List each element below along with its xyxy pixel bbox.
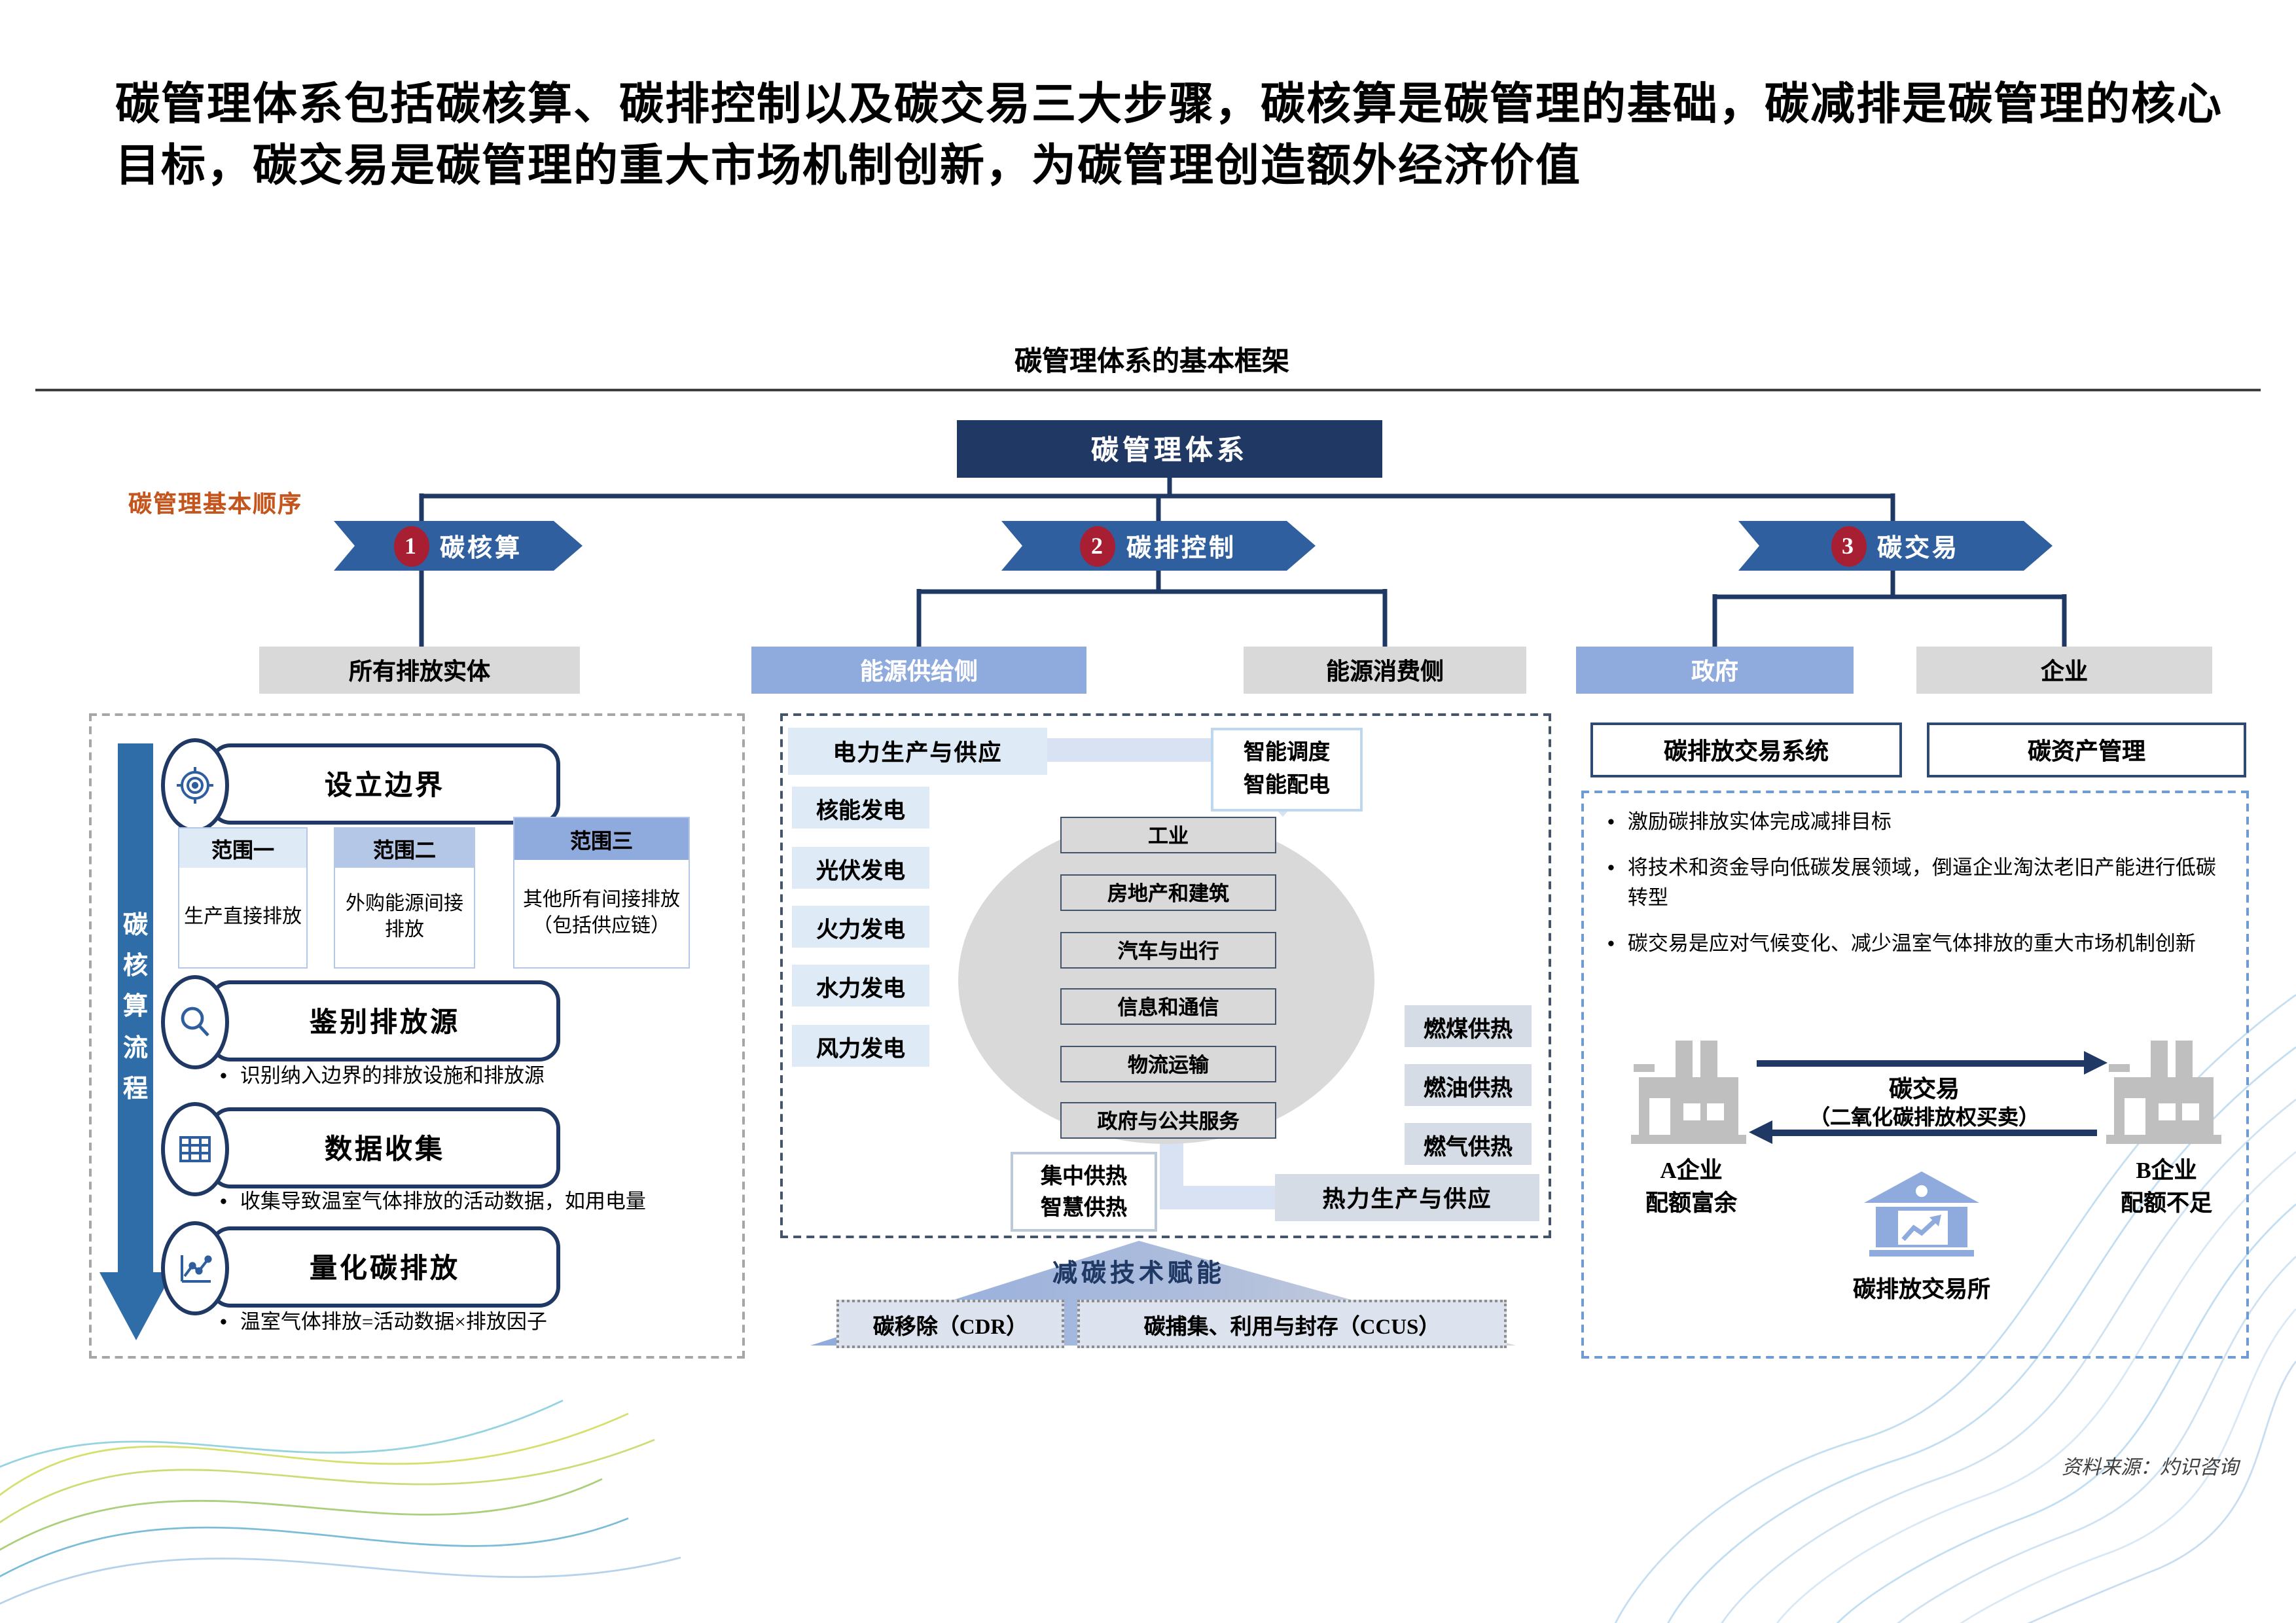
heat-item: 燃煤供热 xyxy=(1405,1005,1532,1047)
step-number-badge: 2 xyxy=(1081,526,1116,566)
entity-enterprise: 企业 xyxy=(1916,647,2212,694)
demand-item: 汽车与出行 xyxy=(1060,932,1276,969)
flow-arrow-bar xyxy=(118,743,153,1272)
step-label: 碳交易 xyxy=(1876,535,1960,562)
root-node: 碳管理体系 xyxy=(957,420,1382,478)
carbon-asset-box: 碳资产管理 xyxy=(1927,722,2246,777)
step-set-boundary: 设立边界 xyxy=(161,738,560,832)
accounting-note: 识别纳入边界的排放设施和排放源 xyxy=(220,1063,733,1092)
supply-item: 光伏发电 xyxy=(792,847,929,889)
company-a-caption: A企业 配额富余 xyxy=(1645,1157,1737,1215)
scope-body: 外购能源间接排放 xyxy=(345,893,463,942)
target-icon xyxy=(161,738,229,832)
tech-cdr-box: 碳移除（CDR） xyxy=(836,1300,1064,1348)
decorative-waves-left xyxy=(0,1399,681,1605)
step-title: 设立边界 xyxy=(325,770,445,801)
smart-dispatch-box: 智能调度 智能配电 xyxy=(1211,728,1363,812)
demand-circle xyxy=(958,817,1374,1144)
supply-item: 火力发电 xyxy=(792,906,929,948)
step-number-badge: 3 xyxy=(1831,526,1867,566)
demand-item: 物流运输 xyxy=(1060,1046,1276,1082)
flow-label: 碳核算流程 xyxy=(122,912,148,1104)
step-quantify-emissions: 量化碳排放 xyxy=(161,1221,560,1315)
tech-ccus-box: 碳捕集、利用与封存（CCUS） xyxy=(1077,1300,1507,1348)
trading-system-box: 碳排放交易系统 xyxy=(1590,722,1902,777)
accounting-note: 温室气体排放=活动数据×排放因子 xyxy=(220,1309,733,1338)
scope-title: 范围二 xyxy=(335,829,474,868)
scope-title: 范围一 xyxy=(179,829,306,868)
tech-banner-label: 减碳技术赋能 xyxy=(1052,1260,1225,1288)
step-data-collection: 数据收集 xyxy=(161,1102,560,1196)
scope-1-card: 范围一 生产直接排放 xyxy=(178,827,308,969)
step-title: 量化碳排放 xyxy=(310,1253,460,1284)
trading-bullet: 碳交易是应对气候变化、减少温室气体排放的重大市场机制创新 xyxy=(1607,931,2220,961)
divider-line xyxy=(35,389,2261,391)
step-arrow-control: 2 碳排控制 xyxy=(1001,521,1316,571)
scope-2-card: 范围二 外购能源间接排放 xyxy=(334,827,475,969)
trade-arrow-right xyxy=(1757,1060,2087,1067)
source-note: 资料来源：灼识咨询 xyxy=(2061,1458,2238,1479)
demand-item: 工业 xyxy=(1060,817,1276,853)
flow-arrow-head xyxy=(99,1272,173,1340)
district-heating-box: 集中供热 智慧供热 xyxy=(1011,1152,1157,1232)
trading-bullet: 将技术和资金导向低碳发展领域，倒逼企业淘汰老旧产能进行低碳转型 xyxy=(1607,855,2220,914)
exchange-label: 碳排放交易所 xyxy=(1853,1276,1990,1302)
scope-title: 范围三 xyxy=(514,818,689,860)
demand-item: 政府与公共服务 xyxy=(1060,1102,1276,1139)
accounting-note: 收集导致温室气体排放的活动数据，如用电量 xyxy=(220,1188,733,1218)
supply-item: 水力发电 xyxy=(792,965,929,1007)
demand-item: 房地产和建筑 xyxy=(1060,874,1276,911)
heat-item: 燃气供热 xyxy=(1405,1123,1532,1165)
factory-a-icon xyxy=(1631,1041,1746,1144)
trading-bullet: 激励碳排放实体完成减排目标 xyxy=(1607,809,2220,838)
trade-arrow-left xyxy=(1770,1130,2097,1136)
scope-3-card: 范围三 其他所有间接排放（包括供应链） xyxy=(513,817,690,969)
step-identify-sources: 鉴别排放源 xyxy=(161,975,560,1069)
scope-body: 生产直接排放 xyxy=(183,906,302,928)
supply-item: 核能发电 xyxy=(792,787,929,829)
heat-supply-box: 热力生产与供应 xyxy=(1275,1174,1539,1221)
company-b-caption: B企业 配额不足 xyxy=(2121,1157,2212,1215)
exchange-building-icon xyxy=(1864,1171,1979,1257)
decorative-waves-right xyxy=(1614,993,2296,1623)
heat-item: 燃油供热 xyxy=(1405,1064,1532,1106)
entity-all-emitters: 所有排放实体 xyxy=(259,647,580,694)
page-title: 碳管理体系包括碳核算、碳排控制以及碳交易三大步骤，碳核算是碳管理的基础，碳减排是… xyxy=(115,81,2223,191)
table-icon xyxy=(161,1102,229,1196)
accounting-panel xyxy=(89,713,745,1359)
scope-body: 其他所有间接排放（包括供应链） xyxy=(522,889,680,938)
factory-b-icon xyxy=(2106,1041,2221,1144)
demand-item: 信息和通信 xyxy=(1060,988,1276,1025)
trade-arrow-right-head xyxy=(2084,1051,2108,1075)
sequence-label: 碳管理基本顺序 xyxy=(128,491,302,517)
step-arrow-accounting: 1 碳核算 xyxy=(334,521,583,571)
step-label: 碳核算 xyxy=(439,535,522,562)
trade-sublabel: （二氧化碳排放权买卖） xyxy=(1808,1107,2039,1130)
power-supply-box: 电力生产与供应 xyxy=(788,728,1047,775)
entity-government: 政府 xyxy=(1576,647,1854,694)
entity-energy-supply: 能源供给侧 xyxy=(751,647,1086,694)
search-icon xyxy=(161,975,229,1069)
supply-item: 风力发电 xyxy=(792,1025,929,1067)
trade-label: 碳交易 xyxy=(1889,1076,1960,1102)
chart-icon xyxy=(161,1221,229,1315)
control-panel xyxy=(780,713,1551,1238)
entity-energy-demand: 能源消费侧 xyxy=(1244,647,1526,694)
step-title: 数据收集 xyxy=(325,1133,445,1165)
trade-arrow-left-head xyxy=(1749,1120,1772,1144)
step-number-badge: 1 xyxy=(394,526,429,566)
step-arrow-trading: 3 碳交易 xyxy=(1738,521,2053,571)
step-title: 鉴别排放源 xyxy=(310,1007,460,1038)
trading-bullets: 激励碳排放实体完成减排目标 将技术和资金导向低碳发展领域，倒逼企业淘汰老旧产能进… xyxy=(1607,809,2220,961)
trading-panel xyxy=(1581,791,2249,1359)
diagram-subtitle: 碳管理体系的基本框架 xyxy=(1014,346,1289,377)
step-label: 碳排控制 xyxy=(1126,535,1236,562)
